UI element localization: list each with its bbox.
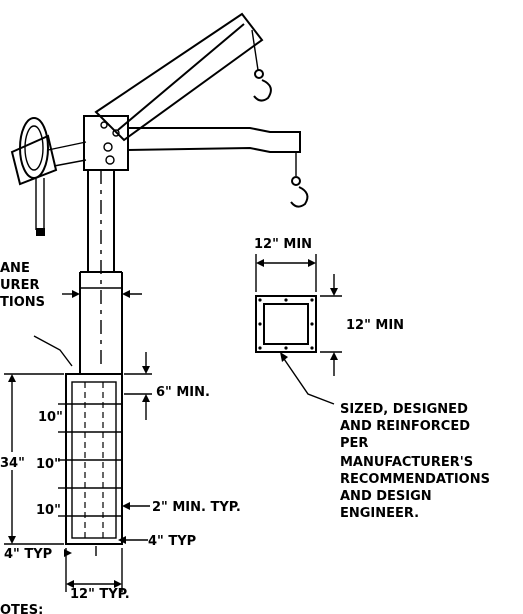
two-min-arrow <box>122 502 130 510</box>
upper-jib <box>94 12 264 142</box>
upper-hook-icon <box>253 69 272 102</box>
crane-note-line-3: TIONS <box>0 295 45 310</box>
footing-note-line-3: PER <box>340 436 368 451</box>
spacing-label-1: 10" <box>38 410 63 425</box>
six-min-label: 6" MIN. <box>156 385 210 400</box>
two-min-label: 2" MIN. TYP. <box>152 500 241 515</box>
crane-note-leader <box>33 335 73 367</box>
pad-depth-label: 12" MIN <box>346 318 404 333</box>
depth-label: 34" <box>0 456 25 471</box>
pad-width-dimension <box>255 254 317 292</box>
footing-note-line-1: SIZED, DESIGNED <box>340 402 468 417</box>
spacing-label-2: 10" <box>36 457 61 472</box>
base-plate-plan <box>255 295 317 353</box>
footing <box>65 373 123 556</box>
twelve-typ-label: 12" TYP. <box>70 587 130 602</box>
footing-note-line-2: AND REINFORCED <box>340 419 470 434</box>
footing-note-line-7: ENGINEER. <box>340 506 419 521</box>
four-typ-left-arrow <box>64 549 72 557</box>
mast-head <box>83 115 129 171</box>
twelve-typ-dimension <box>65 548 123 592</box>
lower-hook-icon <box>290 176 309 208</box>
notes-heading: OTES: <box>0 603 43 614</box>
spacing-label-3: 10" <box>36 503 61 518</box>
footing-note-arrow <box>280 352 288 362</box>
four-typ-right-label: 4" TYP <box>148 534 196 549</box>
crane-note-line-2: URER <box>0 278 39 293</box>
spacing-ticks <box>58 403 66 517</box>
pad-depth-dimension <box>320 274 342 376</box>
footing-note-line-5: RECOMMENDATIONS <box>340 472 490 487</box>
crane-note-line-1: ANE <box>0 261 30 276</box>
pad-width-label: 12" MIN <box>254 237 312 252</box>
footing-note-line-4: MANUFACTURER'S <box>340 455 473 470</box>
lower-jib <box>127 127 301 176</box>
six-min-dimension <box>124 352 152 420</box>
winch-icon <box>10 117 87 236</box>
four-typ-right-arrow <box>118 536 126 544</box>
mast <box>79 170 123 374</box>
four-typ-left-label: 4" TYP <box>4 547 52 562</box>
depth-dimension <box>4 373 64 545</box>
mast-width-dimension <box>62 290 142 298</box>
footing-note-leader <box>281 355 335 405</box>
footing-note-line-6: AND DESIGN <box>340 489 432 504</box>
